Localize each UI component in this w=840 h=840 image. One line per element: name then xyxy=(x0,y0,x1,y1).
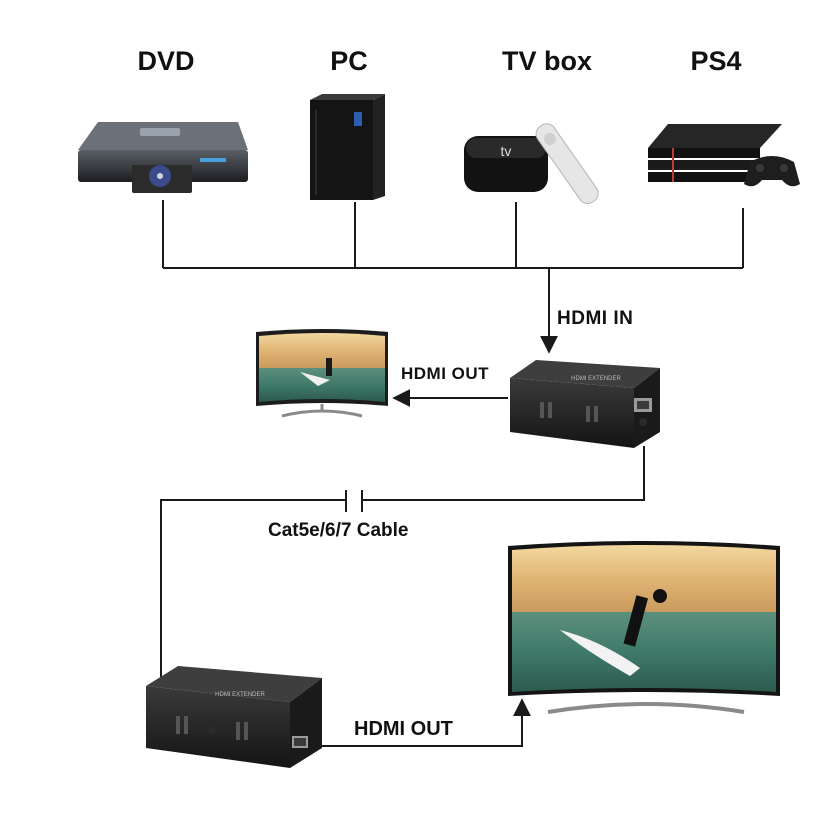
large-tv-icon xyxy=(508,541,780,714)
cat-cable-line xyxy=(160,446,645,680)
monitor-small-icon xyxy=(256,329,388,418)
svg-text:HDMI EXTENDER: HDMI EXTENDER xyxy=(571,376,621,382)
source-label-dvd: DVD xyxy=(137,46,195,76)
hdmi-out-label-transmitter: HDMI OUT xyxy=(401,364,490,383)
source-label-pc: PC xyxy=(330,46,368,76)
source-bus-lines xyxy=(162,200,744,269)
hdmi-out-label-receiver: HDMI OUT xyxy=(354,718,453,740)
source-label-ps4: PS4 xyxy=(690,46,742,76)
dvd-player-icon xyxy=(78,122,248,193)
cable-label: Cat5e/6/7 Cable xyxy=(268,520,409,541)
pc-tower-icon xyxy=(310,94,385,200)
ps4-console-icon xyxy=(648,124,800,187)
hdmi-in-label: HDMI IN xyxy=(557,308,634,329)
svg-text:HDMI EXTENDER: HDMI EXTENDER xyxy=(215,692,265,698)
tv-box-icon: tv xyxy=(464,123,599,205)
source-label-tv-box: TV box xyxy=(501,46,593,76)
receiver-box: HDMI EXTENDER xyxy=(146,666,322,768)
hdmi-out-arrow-receiver xyxy=(322,698,531,747)
transmitter-box: HDMI EXTENDER xyxy=(510,360,660,448)
svg-text:tv: tv xyxy=(501,143,512,159)
